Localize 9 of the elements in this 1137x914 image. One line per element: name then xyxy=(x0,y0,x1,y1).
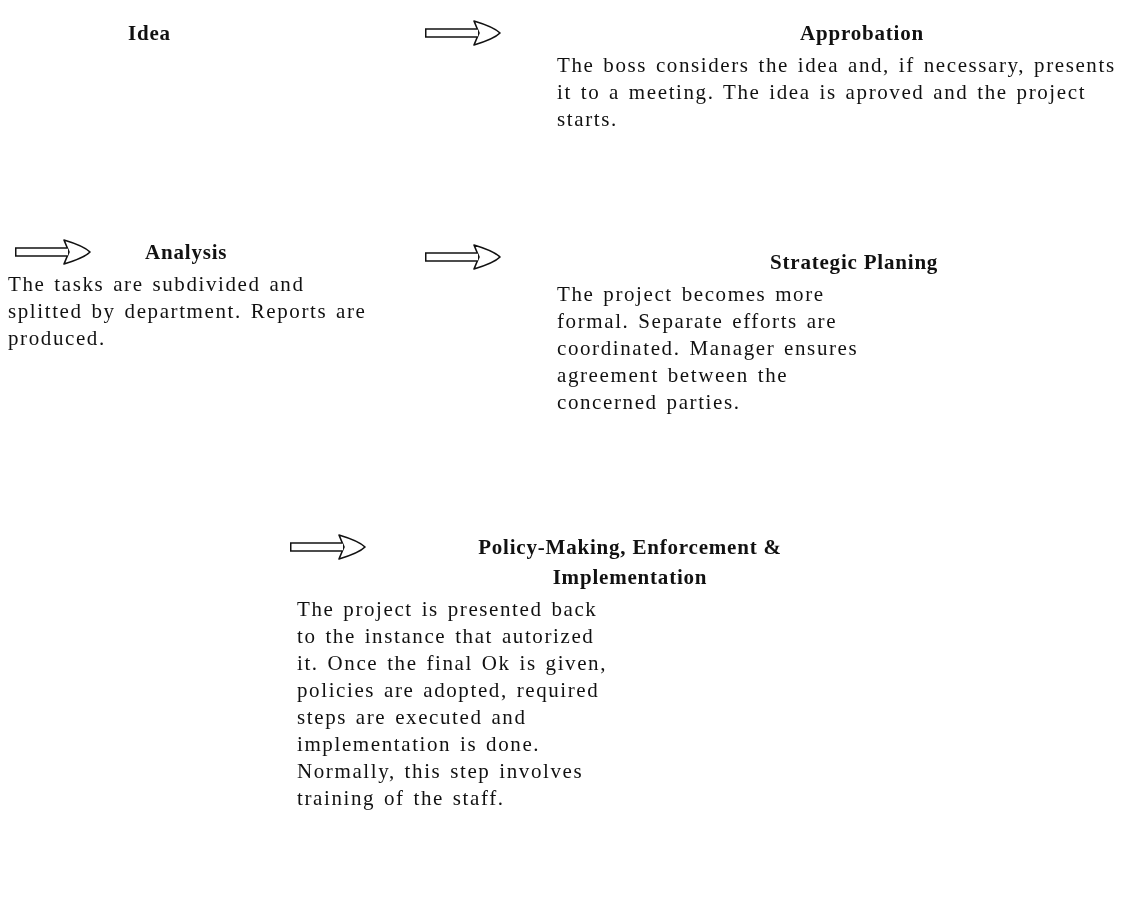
step-description: The project is presented back to the instance that autorized it. Once the final Ok is given, policies are adopted, required steps are executed and implementation is done. Normally, this step involves training of the staff. xyxy=(297,596,609,812)
step-title: Analysis xyxy=(145,239,228,266)
step-title: Idea xyxy=(128,20,171,47)
step-description: The project becomes more formal. Separate efforts are coordinated. Manager ensures agreement between the concerned parties. xyxy=(557,281,860,416)
step-title: Strategic Planing xyxy=(770,249,939,276)
step-description: The tasks are subdivided and splitted by department. Reports are produced. xyxy=(8,271,368,352)
step-title: Policy-Making, Enforcement & Implementation xyxy=(477,534,783,591)
step-title: Approbation xyxy=(800,20,924,47)
step-description: The boss considers the idea and, if necessary, presents it to a meeting. The idea is aproved and the project starts. xyxy=(557,52,1117,133)
